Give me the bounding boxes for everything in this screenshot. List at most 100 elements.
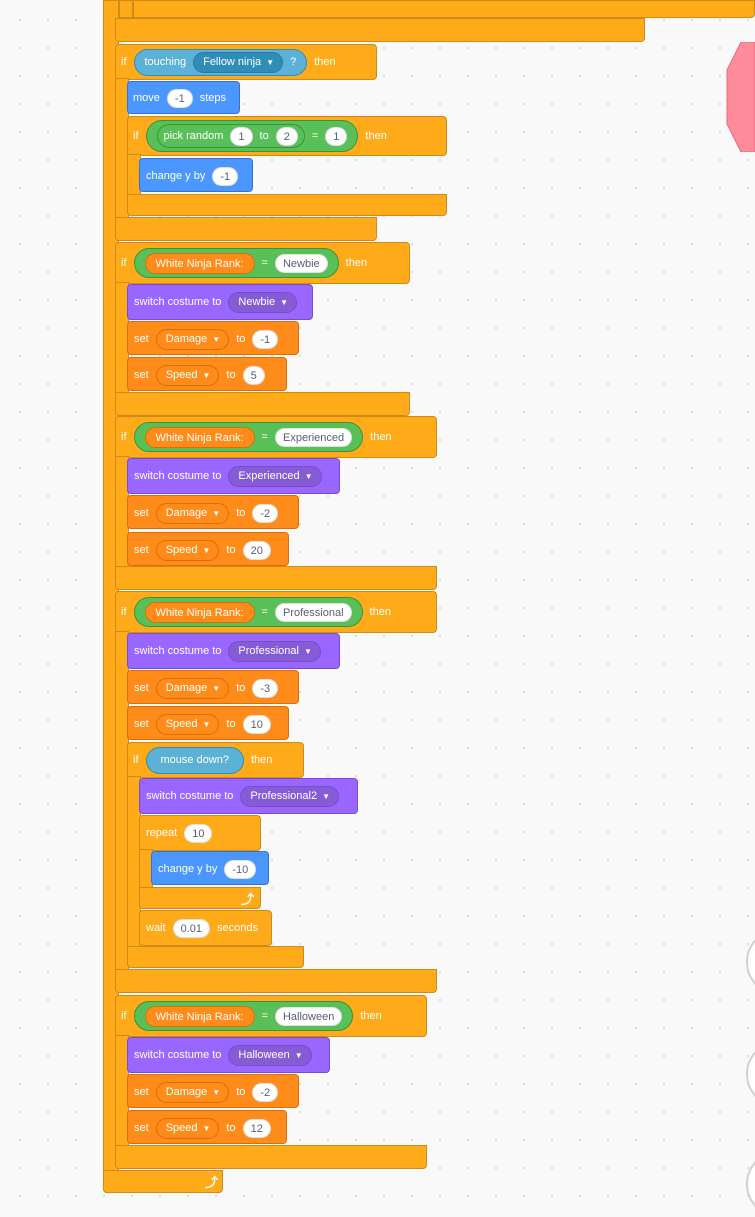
if-label: if bbox=[133, 130, 139, 142]
rank-variable-reporter[interactable]: White Ninja Rank: bbox=[144, 601, 255, 623]
equals-sign: = bbox=[311, 130, 319, 142]
switch-costume-label: switch costume to bbox=[134, 296, 222, 308]
if-experienced-bottom[interactable] bbox=[115, 566, 437, 590]
change-y-input[interactable]: -10 bbox=[224, 859, 257, 879]
set-value-input[interactable]: 20 bbox=[242, 540, 271, 560]
set-value-input[interactable]: 5 bbox=[242, 365, 265, 385]
set-value-input[interactable]: -1 bbox=[252, 329, 279, 349]
if-label: if bbox=[121, 1010, 127, 1022]
set-value-input[interactable]: 12 bbox=[242, 1118, 271, 1138]
if-random-bottom[interactable] bbox=[127, 194, 447, 216]
zoom-out-button[interactable] bbox=[745, 1040, 755, 1108]
repeat-count-input[interactable]: 10 bbox=[184, 823, 213, 843]
costume-dropdown[interactable]: Professional2▼ bbox=[240, 785, 339, 807]
set-value-input[interactable]: -3 bbox=[252, 678, 279, 698]
touching-label: touching bbox=[144, 56, 187, 68]
costume-dropdown[interactable]: Professional▼ bbox=[228, 640, 321, 662]
rank-value-input[interactable]: Newbie bbox=[274, 253, 328, 273]
variable-dropdown[interactable]: Speed▼ bbox=[155, 1117, 220, 1139]
to-label: to bbox=[226, 544, 236, 556]
random-to-input[interactable]: 2 bbox=[275, 126, 298, 146]
rank-variable-reporter[interactable]: White Ninja Rank: bbox=[144, 252, 255, 274]
costume-dropdown[interactable]: Newbie▼ bbox=[228, 291, 298, 313]
set-value-input[interactable]: -2 bbox=[252, 1082, 279, 1102]
costume-dropdown[interactable]: Halloween▼ bbox=[228, 1044, 312, 1066]
dropdown-caret-icon: ▼ bbox=[212, 508, 221, 518]
if-newbie-bottom[interactable] bbox=[115, 392, 410, 416]
to-label: to bbox=[226, 369, 236, 381]
move-unit: steps bbox=[199, 92, 226, 104]
to-label: to bbox=[226, 1122, 236, 1134]
repeat-bottom[interactable] bbox=[139, 887, 261, 909]
rank-value-input[interactable]: Halloween bbox=[274, 1006, 343, 1026]
set-value-input[interactable]: 10 bbox=[242, 714, 271, 734]
random-from-input[interactable]: 1 bbox=[230, 126, 253, 146]
zoom-reset-button[interactable] bbox=[745, 1150, 755, 1217]
touching-condition[interactable]: touching Fellow ninja▼ ? bbox=[133, 48, 308, 76]
variable-dropdown[interactable]: Damage▼ bbox=[155, 502, 230, 524]
set-label: set bbox=[134, 544, 149, 556]
rank-value-input[interactable]: Professional bbox=[274, 602, 352, 622]
if-halloween-bottom[interactable] bbox=[115, 1145, 427, 1169]
then-label: then bbox=[251, 754, 273, 766]
then-label: then bbox=[365, 130, 387, 142]
costume-dropdown[interactable]: Experienced▼ bbox=[228, 465, 322, 487]
set-label: set bbox=[134, 333, 149, 345]
dropdown-caret-icon: ▼ bbox=[322, 791, 330, 801]
top-block-bar[interactable] bbox=[133, 0, 755, 18]
variable-dropdown[interactable]: Speed▼ bbox=[155, 539, 220, 561]
move-steps-input[interactable]: -1 bbox=[166, 88, 193, 108]
loop-arrow-icon: ⤴ bbox=[205, 1175, 219, 1190]
set-label: set bbox=[134, 369, 149, 381]
mouse-down-condition[interactable]: mouse down? bbox=[145, 746, 244, 774]
zoom-in-button[interactable] bbox=[745, 928, 755, 996]
pick-random-reporter[interactable]: pick random 1 to 2 bbox=[156, 124, 305, 148]
wait-seconds-input[interactable]: 0.01 bbox=[172, 918, 210, 938]
to-label: to bbox=[236, 507, 246, 519]
dropdown-caret-icon: ▼ bbox=[266, 57, 275, 67]
top-if-arm[interactable] bbox=[119, 0, 133, 18]
touching-target-dropdown[interactable]: Fellow ninja▼ bbox=[193, 51, 284, 73]
repeat-arrow-icon: ⤴ bbox=[241, 892, 255, 907]
if-touching-bottom[interactable] bbox=[115, 217, 377, 241]
top-if-bottom[interactable] bbox=[115, 18, 645, 42]
if-mouse-down-bottom[interactable] bbox=[127, 946, 304, 968]
dropdown-caret-icon: ▼ bbox=[212, 683, 221, 693]
rank-equals-halloween[interactable]: White Ninja Rank: = Halloween bbox=[133, 1001, 354, 1031]
rank-variable-reporter[interactable]: White Ninja Rank: bbox=[144, 1005, 255, 1027]
set-label: set bbox=[134, 718, 149, 730]
change-y-input[interactable]: -1 bbox=[212, 166, 239, 186]
change-y-label: change y by bbox=[146, 170, 206, 182]
variable-dropdown[interactable]: Damage▼ bbox=[155, 1081, 230, 1103]
set-value-input[interactable]: -2 bbox=[252, 503, 279, 523]
pick-random-label: pick random bbox=[163, 130, 224, 142]
if-label: if bbox=[121, 606, 127, 618]
rank-variable-reporter[interactable]: White Ninja Rank: bbox=[144, 426, 255, 448]
touching-q: ? bbox=[290, 56, 297, 68]
rank-equals-experienced[interactable]: White Ninja Rank: = Experienced bbox=[133, 422, 364, 452]
equals-sign: = bbox=[261, 257, 268, 269]
dropdown-caret-icon: ▼ bbox=[294, 1050, 303, 1060]
equals-compare-input[interactable]: 1 bbox=[325, 126, 348, 146]
random-to-label: to bbox=[259, 130, 269, 142]
equals-sign: = bbox=[261, 606, 268, 618]
equals-condition[interactable]: pick random 1 to 2 = 1 bbox=[145, 120, 359, 152]
rank-equals-professional[interactable]: White Ninja Rank: = Professional bbox=[133, 597, 363, 627]
dropdown-caret-icon: ▼ bbox=[212, 1087, 221, 1097]
forever-bottom[interactable] bbox=[103, 1170, 223, 1193]
repeat-label: repeat bbox=[146, 827, 178, 839]
to-label: to bbox=[226, 718, 236, 730]
rank-value-input[interactable]: Experienced bbox=[274, 427, 353, 447]
variable-dropdown[interactable]: Speed▼ bbox=[155, 364, 220, 386]
dropdown-caret-icon: ▼ bbox=[202, 545, 211, 555]
if-professional-bottom[interactable] bbox=[115, 969, 437, 993]
then-label: then bbox=[370, 431, 392, 443]
rank-equals-newbie[interactable]: White Ninja Rank: = Newbie bbox=[133, 248, 339, 278]
variable-dropdown[interactable]: Damage▼ bbox=[155, 677, 230, 699]
if-label: if bbox=[121, 431, 127, 443]
variable-dropdown[interactable]: Damage▼ bbox=[155, 328, 230, 350]
dropdown-caret-icon: ▼ bbox=[303, 646, 312, 656]
stop-sign-icon[interactable] bbox=[725, 42, 755, 152]
equals-sign: = bbox=[261, 431, 268, 443]
variable-dropdown[interactable]: Speed▼ bbox=[155, 713, 220, 735]
